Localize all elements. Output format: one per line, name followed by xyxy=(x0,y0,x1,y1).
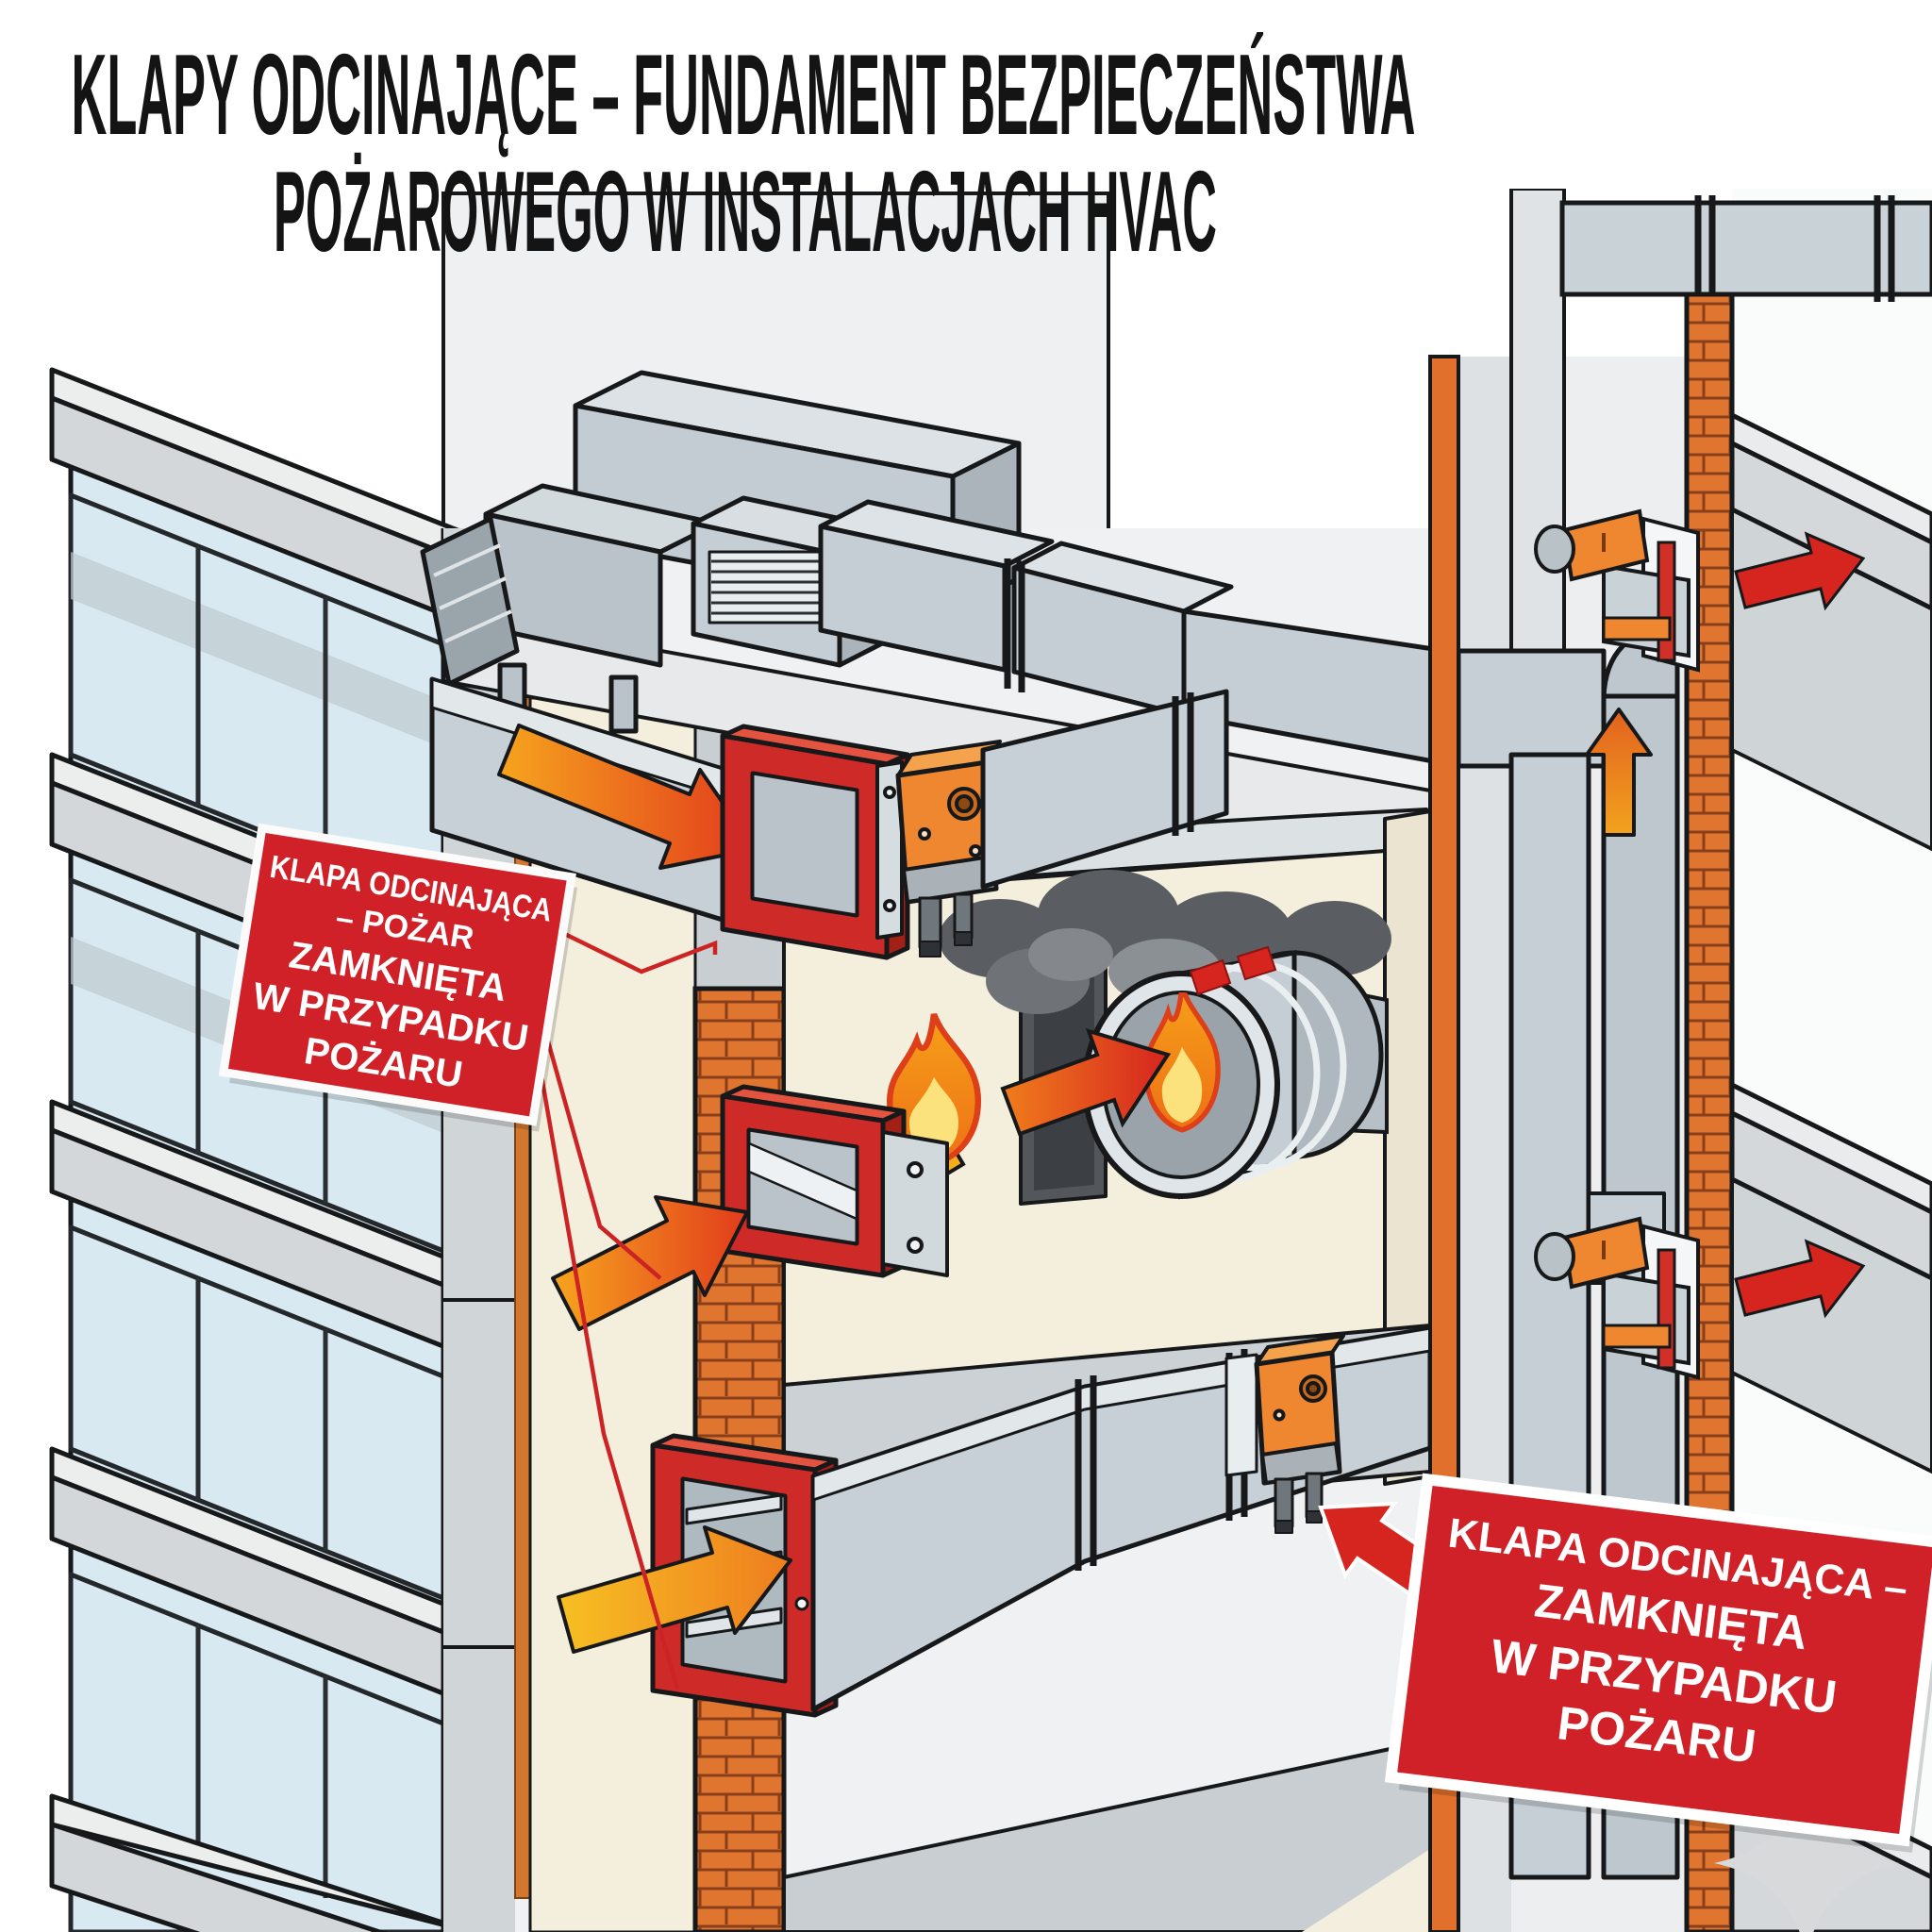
closed-blade xyxy=(747,1141,858,1221)
ahu-unit xyxy=(420,370,1022,734)
wall-damper-lower xyxy=(1534,1216,1866,1380)
top-right-duct xyxy=(1559,195,1932,302)
wall-damper-upper xyxy=(1534,508,1866,673)
airflow-arrow-icon xyxy=(557,1525,792,1654)
round-fire-damper xyxy=(1082,945,1389,1200)
airflow-arrow-icon xyxy=(1734,531,1866,611)
actuator-lower xyxy=(1224,1334,1345,1534)
fire-damper-middle xyxy=(551,1084,949,1331)
airflow-arrow-icon xyxy=(1734,1239,1866,1319)
page-title: KLAPY ODCINAJĄCE – FUNDAMENT BEZPIECZEŃS… xyxy=(0,0,1932,275)
supply-duct-top xyxy=(429,676,1229,960)
up-airflow-arrow-icon xyxy=(1585,708,1653,837)
left-facade xyxy=(49,367,475,1932)
airflow-arrow-icon xyxy=(497,724,757,870)
warning-sign-left: KLAPA ODCINAJĄCA – POŻAR ZAMKNIĘTA W PRZ… xyxy=(218,823,578,1132)
title-line-2: POŻAROWEGO W INSTALACJACH HVAC xyxy=(274,147,1217,275)
lower-duct-run xyxy=(810,1325,1433,1712)
warning-sign-right: KLAPA ODCINAJĄCA – ZAMKNIĘTA W PRZYPADKU… xyxy=(1384,1473,1932,1853)
flame-icon xyxy=(1143,992,1221,1133)
leader-lines xyxy=(522,912,718,1690)
four-point-star-icon xyxy=(1714,1771,1899,1932)
fire-spread-arrow-icon xyxy=(1000,1027,1172,1137)
actuator-top xyxy=(875,740,1002,958)
roof-duct-run xyxy=(818,499,1461,769)
airflow-arrow-icon xyxy=(551,1195,749,1331)
title-line-1: KLAPY ODCINAJĄCE – FUNDAMENT BEZPIECZEŃS… xyxy=(72,30,1416,158)
grille-icon xyxy=(708,550,824,625)
